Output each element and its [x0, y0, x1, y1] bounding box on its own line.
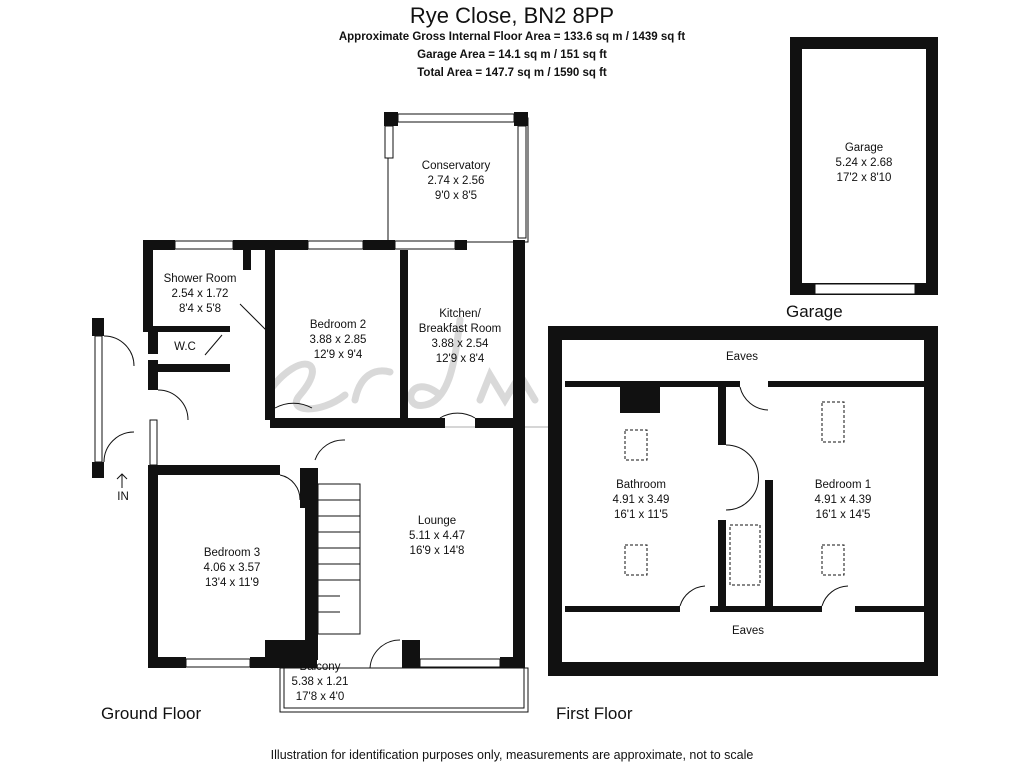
room-wc: W.C	[174, 341, 196, 353]
total-area: Total Area = 147.7 sq m / 1590 sq ft	[417, 67, 607, 79]
garage-area: Garage Area = 14.1 sq m / 151 sq ft	[417, 49, 607, 61]
room-eaves-top: Eaves	[726, 351, 758, 363]
plan-title: Rye Close, BN2 8PP	[409, 3, 615, 28]
room-eaves-bottom: Eaves	[732, 625, 764, 637]
ground-floor-label: Ground Floor	[101, 704, 202, 723]
garage-walls	[790, 37, 938, 295]
entrance-label: IN	[117, 491, 129, 503]
garage-label: Garage	[786, 302, 843, 321]
ground-floor-walls	[92, 112, 529, 713]
first-floor-label: First Floor	[556, 704, 633, 723]
first-floor-walls	[548, 326, 938, 676]
disclaimer: Illustration for identification purposes…	[270, 748, 754, 762]
gross-area: Approximate Gross Internal Floor Area = …	[338, 31, 686, 43]
entrance-arrow-icon	[116, 473, 128, 488]
